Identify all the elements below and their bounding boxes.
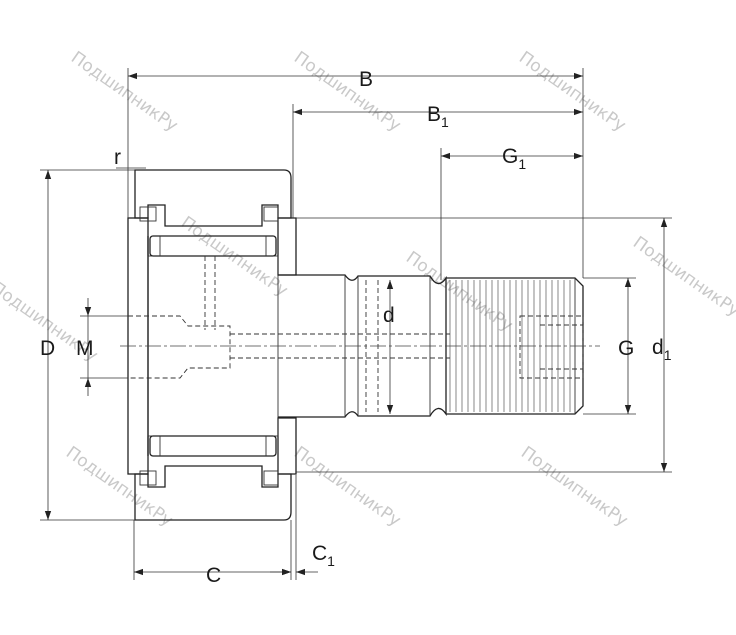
label-b1: B1 bbox=[427, 103, 449, 130]
label-d: d bbox=[383, 304, 395, 327]
label-c1-sub: 1 bbox=[327, 553, 335, 569]
extension-lines bbox=[40, 68, 672, 580]
watermark-text: ПодшипникРу bbox=[290, 48, 404, 136]
label-c1-main: C bbox=[312, 542, 327, 565]
outer-ring bbox=[134, 169, 297, 521]
label-g1-main: G bbox=[502, 145, 518, 168]
watermark-text: ПодшипникРу bbox=[402, 248, 516, 336]
label-b: B bbox=[359, 68, 373, 91]
watermark-layer: ПодшипникРу ПодшипникРу ПодшипникРу Подш… bbox=[0, 48, 736, 531]
needle-roller-bottom bbox=[149, 435, 277, 457]
label-g1-sub: 1 bbox=[518, 156, 526, 172]
label-c: C bbox=[206, 564, 221, 587]
side-flange-top bbox=[277, 217, 297, 276]
hex-socket bbox=[519, 315, 584, 379]
side-flange-bottom bbox=[277, 417, 297, 475]
watermark-text: ПодшипникРу bbox=[515, 48, 629, 136]
label-g: G bbox=[618, 337, 634, 360]
label-r: r bbox=[114, 146, 121, 169]
watermark-text: ПодшипникРу bbox=[290, 443, 404, 531]
label-d1-sub: 1 bbox=[664, 347, 672, 363]
dimension-labels: B B1 G1 r D M d G d1 C C1 bbox=[40, 68, 672, 587]
seal-detail bbox=[139, 206, 157, 222]
seal-detail bbox=[263, 470, 279, 486]
axial-bore bbox=[230, 333, 450, 359]
label-d-outer: D bbox=[40, 337, 55, 360]
lubrication-channel bbox=[204, 256, 216, 330]
watermark-text: ПодшипникРу bbox=[517, 443, 631, 531]
label-d1: d1 bbox=[652, 336, 672, 363]
watermark-text: ПодшипникРу bbox=[67, 48, 181, 136]
seal-detail bbox=[139, 470, 157, 486]
seal-detail bbox=[263, 206, 279, 222]
outer-ring-top bbox=[134, 169, 292, 227]
label-d1-main: d bbox=[652, 336, 664, 359]
label-c1: C1 bbox=[312, 542, 335, 569]
lubrication-hole bbox=[128, 315, 231, 379]
dimension-lines bbox=[44, 72, 668, 576]
label-m: M bbox=[76, 337, 94, 360]
label-b1-sub: 1 bbox=[441, 114, 449, 130]
outer-ring-bottom bbox=[134, 465, 292, 521]
label-b1-main: B bbox=[427, 103, 441, 126]
watermark-text: ПодшипникРу bbox=[629, 233, 736, 321]
label-g1: G1 bbox=[502, 145, 526, 172]
needle-roller-top bbox=[149, 235, 277, 257]
